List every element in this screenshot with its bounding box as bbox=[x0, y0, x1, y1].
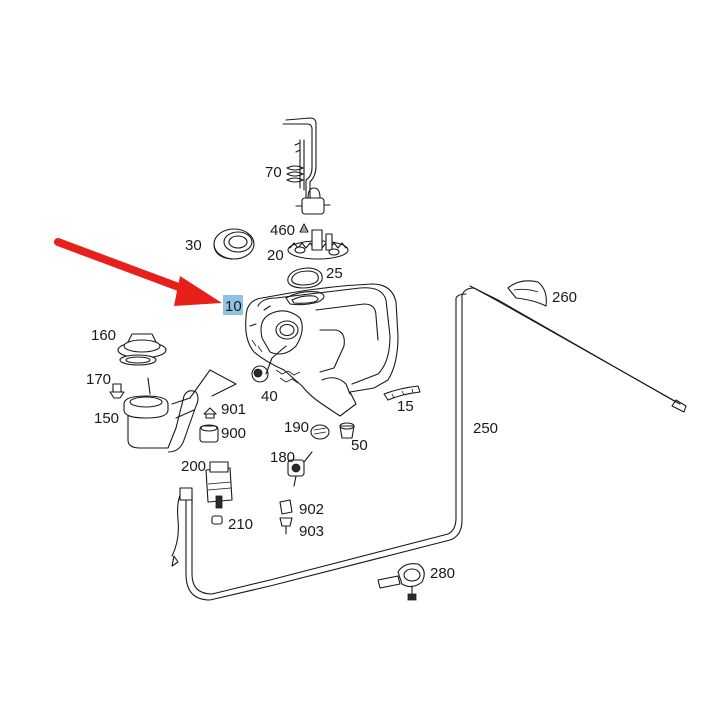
label-30[interactable]: 30 bbox=[185, 237, 202, 254]
label-260[interactable]: 260 bbox=[552, 289, 577, 306]
part-160-cap bbox=[117, 333, 167, 366]
label-10[interactable]: 10 bbox=[225, 298, 242, 315]
part-15-clip bbox=[383, 385, 421, 401]
label-170[interactable]: 170 bbox=[86, 371, 111, 388]
part-30-grommet bbox=[213, 228, 255, 260]
part-902-seal bbox=[279, 499, 293, 515]
label-901[interactable]: 901 bbox=[221, 401, 246, 418]
label-70[interactable]: 70 bbox=[265, 164, 282, 181]
part-180-pump bbox=[287, 451, 313, 487]
label-150[interactable]: 150 bbox=[94, 410, 119, 427]
part-900-grommet bbox=[199, 424, 219, 443]
label-903[interactable]: 903 bbox=[299, 523, 324, 540]
part-170-connector bbox=[109, 383, 125, 399]
part-40-plug bbox=[251, 345, 287, 383]
part-50-cap bbox=[339, 422, 355, 439]
label-210[interactable]: 210 bbox=[228, 516, 253, 533]
part-150-filler-neck bbox=[123, 369, 237, 453]
part-260-clip bbox=[507, 280, 547, 307]
part-460-cap bbox=[299, 223, 309, 233]
part-250-hose bbox=[171, 285, 687, 601]
part-903-plug bbox=[279, 517, 293, 535]
part-200-pump bbox=[205, 461, 233, 509]
label-280[interactable]: 280 bbox=[430, 565, 455, 582]
part-70-sensor bbox=[282, 117, 331, 215]
label-460[interactable]: 460 bbox=[270, 222, 295, 239]
highlight-box-10 bbox=[223, 295, 243, 315]
part-20-sender bbox=[287, 229, 349, 260]
part-190-connector bbox=[310, 424, 330, 440]
label-25[interactable]: 25 bbox=[326, 265, 343, 282]
label-250[interactable]: 250 bbox=[473, 420, 498, 437]
label-190[interactable]: 190 bbox=[284, 419, 309, 436]
label-902[interactable]: 902 bbox=[299, 501, 324, 518]
label-20[interactable]: 20 bbox=[267, 247, 284, 264]
part-25-gasket bbox=[287, 267, 323, 289]
label-50[interactable]: 50 bbox=[351, 437, 368, 454]
pointer-arrow bbox=[54, 238, 222, 306]
label-160[interactable]: 160 bbox=[91, 327, 116, 344]
label-180[interactable]: 180 bbox=[270, 449, 295, 466]
label-900[interactable]: 900 bbox=[221, 425, 246, 442]
label-200[interactable]: 200 bbox=[181, 458, 206, 475]
part-280-clamp bbox=[377, 563, 425, 601]
part-210-plug bbox=[211, 515, 223, 525]
part-901-seal bbox=[203, 407, 217, 419]
label-15[interactable]: 15 bbox=[397, 398, 414, 415]
part-10-reservoir bbox=[245, 283, 399, 417]
label-40[interactable]: 40 bbox=[261, 388, 278, 405]
